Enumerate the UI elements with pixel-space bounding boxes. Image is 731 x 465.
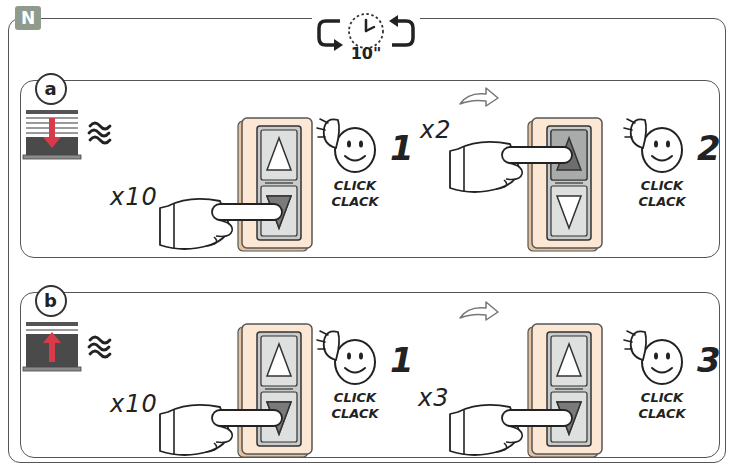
blind-head-rail <box>26 322 78 326</box>
pressing-hand <box>450 142 572 192</box>
blind-bottom-rail <box>23 155 81 159</box>
switch-down-pressed <box>238 118 312 251</box>
rotate-arrow <box>392 21 413 45</box>
click-count: 2 <box>697 128 721 168</box>
blind-closing-icon <box>23 110 81 159</box>
wind-sensor-symbol <box>89 337 110 357</box>
switch-up-pressed <box>528 118 602 251</box>
listening-face <box>317 331 375 384</box>
blind-bottom-rail <box>23 367 81 371</box>
panel-letter: b <box>35 285 67 317</box>
direction-arrow-head <box>43 137 61 148</box>
blind-slat <box>26 132 78 134</box>
press-count: x10 <box>110 183 158 211</box>
sequence-arrow <box>460 88 498 106</box>
sequence-arrow <box>460 302 498 320</box>
listening-face <box>624 119 682 172</box>
step-frame: Nab <box>8 18 726 463</box>
blind-slat <box>26 329 78 331</box>
pressing-hand <box>160 405 282 455</box>
step-badge: N <box>15 6 41 30</box>
switch-down-pressed <box>238 324 312 457</box>
step-panel: b <box>20 292 720 458</box>
pressing-hand <box>160 199 282 249</box>
panel-letter: a <box>35 73 67 105</box>
press-count: x2 <box>420 116 451 144</box>
click-count: 3 <box>697 340 721 380</box>
click-count: 1 <box>390 128 414 168</box>
blind-curtain <box>26 137 78 155</box>
sound-text: CLICK CLACK <box>630 390 694 422</box>
blind-slat <box>26 117 78 119</box>
direction-arrow <box>49 342 55 362</box>
press-count: x3 <box>418 384 449 412</box>
frame-gap <box>312 14 420 22</box>
blind-head-rail <box>26 110 78 114</box>
pressing-hand <box>450 405 572 455</box>
clock-hand <box>366 27 374 31</box>
clock-symbol <box>312 14 420 51</box>
blind-opening-icon <box>23 322 81 371</box>
blind-slat <box>26 122 78 124</box>
direction-arrow <box>49 118 55 138</box>
sound-text: CLICK CLACK <box>323 390 387 422</box>
direction-arrow-head <box>43 332 61 343</box>
clock-hand <box>365 20 368 31</box>
rotate-arrow-head <box>334 39 343 51</box>
listening-face <box>624 331 682 384</box>
rotate-arrow-head <box>389 15 398 27</box>
press-count: x10 <box>110 390 158 418</box>
blind-curtain <box>26 334 78 367</box>
listening-face <box>317 119 375 172</box>
click-count: 1 <box>390 340 414 380</box>
duration-label: 10" <box>346 44 386 63</box>
sound-text: CLICK CLACK <box>630 178 694 210</box>
switch-down-pressed <box>528 324 602 457</box>
step-panel: a <box>20 80 720 258</box>
sound-text: CLICK CLACK <box>323 178 387 210</box>
wind-sensor-symbol <box>89 123 110 143</box>
clock-face <box>349 14 383 48</box>
rotate-arrow <box>319 21 340 45</box>
blind-slat <box>26 127 78 129</box>
